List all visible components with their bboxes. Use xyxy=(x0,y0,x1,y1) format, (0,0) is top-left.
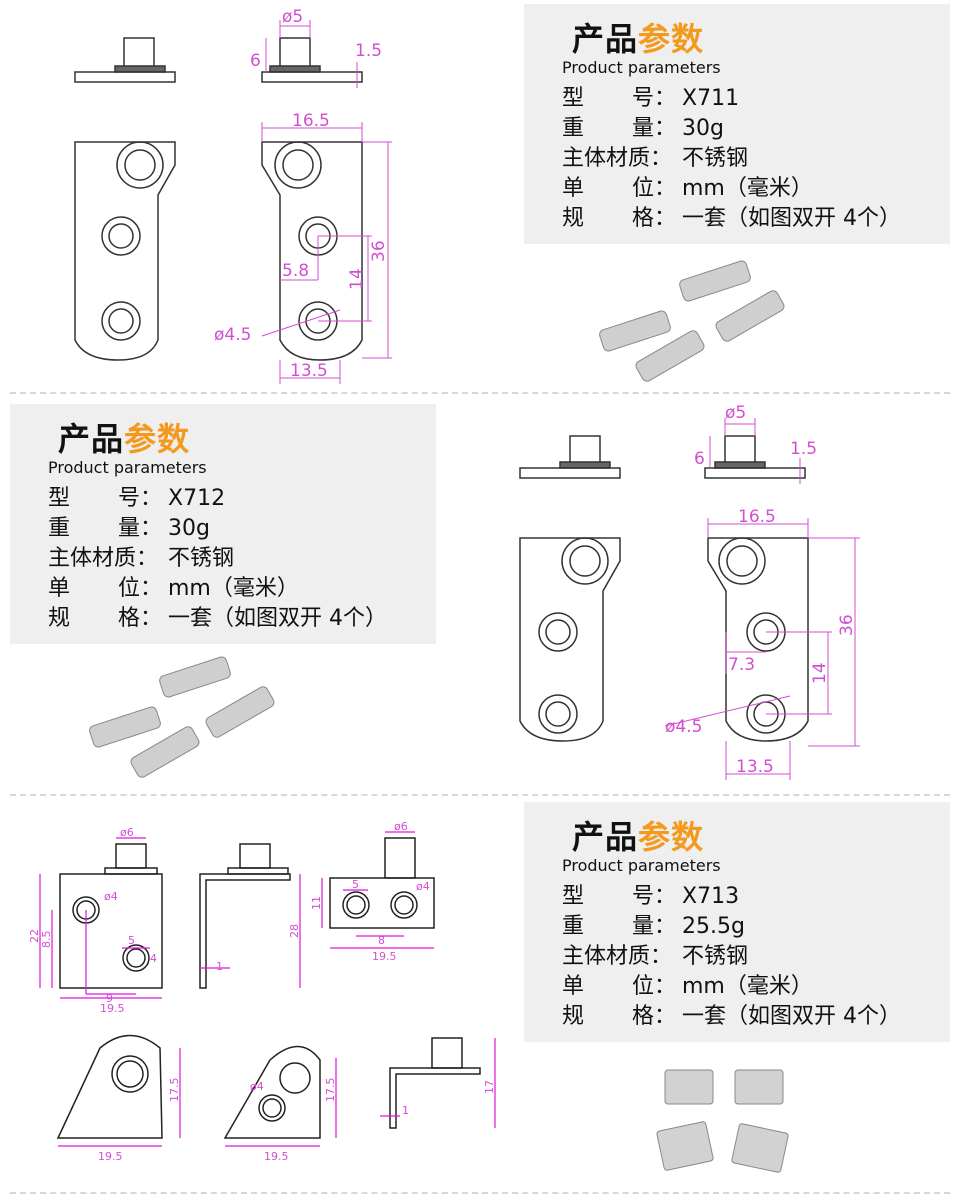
dim-d175-b2: 17.5 xyxy=(324,1078,337,1103)
dim-d6: ø6 xyxy=(120,826,134,839)
dim-d15: 1.5 xyxy=(790,439,817,459)
dim-d195-b1: 19.5 xyxy=(98,1150,123,1163)
dim-d4-b: ø4 xyxy=(250,1080,264,1093)
param-box-x713: 产品参数 Product parameters 型号：X713 重量：25.5g… xyxy=(524,802,950,1042)
drawing-x712: ø5 6 1.5 16.5 36 14 7.3 ø4.5 13.5 xyxy=(519,403,860,780)
dim-d5: 5 xyxy=(128,934,135,947)
param-row-weight: 重量：25.5g xyxy=(562,914,745,939)
param-row-material: 主体材质：不锈钢 xyxy=(562,944,749,969)
section-x711: ø5 6 1.5 16.5 36 14 5.8 ø4.5 13.5 产品参数 P… xyxy=(0,0,960,390)
dim-d14: 14 xyxy=(347,268,367,290)
dim-d5: ø5 xyxy=(725,403,746,423)
dim-d17: 17 xyxy=(483,1080,496,1094)
param-row-spec: 规格：一套（如图双开 4个） xyxy=(562,206,901,231)
param-title: 产品参数 xyxy=(58,420,191,458)
dim-d5-top: 5 xyxy=(352,878,359,891)
dim-d4b: 4 xyxy=(150,952,157,965)
dim-d73: 7.3 xyxy=(728,655,755,675)
dim-d8: 8 xyxy=(378,934,385,947)
param-row-weight: 重量：30g xyxy=(48,516,210,541)
product-photo-x711 xyxy=(599,260,785,382)
dim-d58: 5.8 xyxy=(282,261,309,281)
param-row-unit: 单位：mm（毫米） xyxy=(48,576,299,601)
dim-d22: 22 xyxy=(28,929,41,943)
param-title: 产品参数 xyxy=(572,818,705,856)
dim-d6-top: ø6 xyxy=(394,820,408,833)
dim-d135: 13.5 xyxy=(736,757,774,777)
dim-d165: 16.5 xyxy=(292,111,330,131)
dim-d195: 19.5 xyxy=(100,1002,125,1015)
param-row-spec: 规格：一套（如图双开 4个） xyxy=(48,606,387,631)
dim-d5: ø5 xyxy=(282,7,303,27)
divider xyxy=(10,794,950,796)
dim-d85: 8.5 xyxy=(40,931,53,949)
param-row-unit: 单位：mm（毫米） xyxy=(562,974,813,999)
param-row-model: 型号：X711 xyxy=(562,86,740,111)
dim-d1: 1 xyxy=(216,960,223,973)
dim-d45: ø4.5 xyxy=(665,717,702,737)
drawing-x711: ø5 6 1.5 16.5 36 14 5.8 ø4.5 13.5 xyxy=(74,7,392,384)
dim-d28: 28 xyxy=(288,924,301,938)
param-subtitle: Product parameters xyxy=(48,458,207,477)
dim-d14: 14 xyxy=(810,662,830,684)
drawing-x713: ø6 ø4 22 8.5 5 4 9 19.5 1 28 ø6 11 5 ø4 … xyxy=(28,820,496,1163)
param-row-material: 主体材质：不锈钢 xyxy=(48,546,235,571)
dim-d4-top: ø4 xyxy=(416,880,430,893)
dim-d165: 16.5 xyxy=(738,507,776,527)
dim-d11: 11 xyxy=(310,896,323,910)
dim-d36: 36 xyxy=(369,240,389,262)
dim-d4: ø4 xyxy=(104,890,118,903)
param-row-model: 型号：X713 xyxy=(562,884,740,909)
dim-d45: ø4.5 xyxy=(214,325,251,345)
dim-d6: 6 xyxy=(250,51,261,71)
param-row-unit: 单位：mm（毫米） xyxy=(562,176,813,201)
dim-d195-top: 19.5 xyxy=(372,950,397,963)
param-row-spec: 规格：一套（如图双开 4个） xyxy=(562,1004,901,1029)
param-box-x712: 产品参数 Product parameters 型号：X712 重量：30g 主… xyxy=(10,404,436,644)
section-x712: 产品参数 Product parameters 型号：X712 重量：30g 主… xyxy=(0,396,960,790)
dim-d36: 36 xyxy=(837,614,857,636)
dim-d175: 17.5 xyxy=(168,1078,181,1103)
dim-d9: 9 xyxy=(106,992,113,1005)
param-row-weight: 重量：30g xyxy=(562,116,724,141)
param-row-model: 型号：X712 xyxy=(48,486,226,511)
product-photo-x712 xyxy=(89,656,275,778)
param-row-material: 主体材质：不锈钢 xyxy=(562,146,749,171)
dim-d15: 1.5 xyxy=(355,41,382,61)
param-subtitle: Product parameters xyxy=(562,58,721,77)
param-title: 产品参数 xyxy=(572,20,705,58)
param-subtitle: Product parameters xyxy=(562,856,721,875)
param-box-x711: 产品参数 Product parameters 型号：X711 重量：30g 主… xyxy=(524,4,950,244)
dim-d1-b: 1 xyxy=(402,1104,409,1117)
divider xyxy=(10,392,950,394)
product-photo-x713 xyxy=(656,1069,789,1173)
dim-d6: 6 xyxy=(694,449,705,469)
dim-d135: 13.5 xyxy=(290,361,328,381)
divider xyxy=(10,1192,950,1194)
section-x713: ø6 ø4 22 8.5 5 4 9 19.5 1 28 ø6 11 5 ø4 … xyxy=(0,798,960,1192)
dim-d195-b2: 19.5 xyxy=(264,1150,289,1163)
